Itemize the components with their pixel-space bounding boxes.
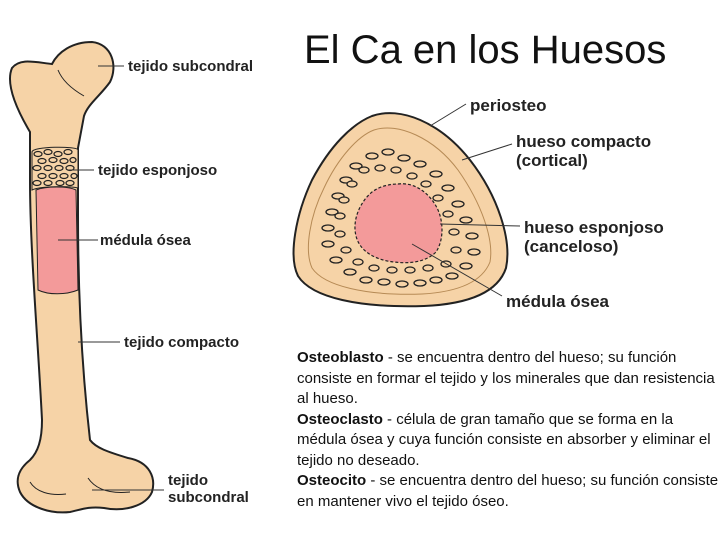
label-compact-bone-1: hueso compacto [516, 132, 652, 151]
label-bone-marrow-femur: médula ósea [100, 232, 191, 249]
cross-section-illustration [292, 112, 509, 308]
femur-head-line [57, 69, 85, 97]
text-osteoclast: - célula de gran tamaño que se forma en … [297, 410, 711, 469]
description-osteoblast: Osteoblasto - se encuentra dentro del hu… [297, 348, 721, 410]
label-compact-tissue: tejido compacto [124, 334, 240, 351]
text-osteoblast: - se encuentra dentro del hueso; su func… [297, 349, 715, 407]
description-osteoclast: Osteoclasto - célula de gran tamaño que … [297, 410, 721, 472]
description-osteocyte: Osteocito - se encuentra dentro del hues… [297, 471, 721, 512]
femur-leader-lines [58, 65, 164, 491]
term-osteoblast: Osteoblasto [297, 349, 384, 366]
cross-section-inner-ring [307, 127, 492, 295]
femur-condyle-line-2 [29, 481, 67, 495]
cross-section-leader-lines [411, 103, 521, 297]
text-osteocyte: - se encuentra dentro del hueso; su func… [297, 472, 719, 510]
cell-descriptions: Osteoblasto - se encuentra dentro del hu… [297, 348, 721, 512]
label-spongy-bone-2: (canceloso) [524, 237, 619, 256]
femur-spongy-pattern [32, 148, 78, 187]
label-spongy-bone-1: hueso esponjoso [524, 218, 664, 237]
femur-marrow [35, 186, 79, 295]
label-compact-bone-2: (cortical) [516, 151, 588, 170]
femur-illustration [9, 40, 155, 514]
label-subchondral-bottom-1: tejido [168, 472, 208, 489]
femur-outline [9, 40, 155, 514]
label-bone-marrow-section: médula ósea [506, 292, 609, 311]
label-periosteum: periosteo [470, 96, 547, 115]
term-osteocyte: Osteocito [297, 472, 367, 489]
cross-section-porous-pattern [321, 148, 481, 288]
page-title: El Ca en los Huesos [304, 28, 667, 72]
term-osteoclast: Osteoclasto [297, 410, 383, 428]
label-subchondral-top: tejido subcondral [128, 58, 254, 75]
label-spongy-tissue: tejido esponjoso [98, 162, 218, 179]
label-subchondral-bottom-2: subcondral [168, 489, 249, 506]
cross-section-marrow [354, 183, 443, 264]
